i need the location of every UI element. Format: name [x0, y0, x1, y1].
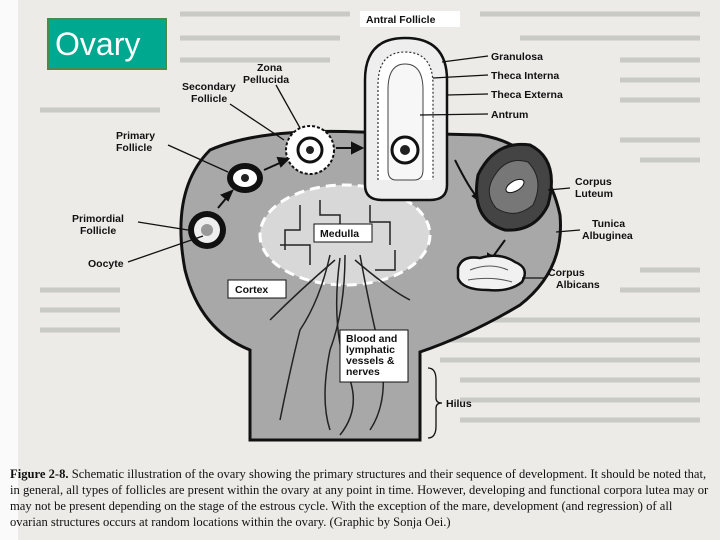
vessels-label-2: lymphatic	[346, 344, 395, 356]
secondary-follicle-label-2: Follicle	[191, 93, 227, 105]
figure-caption: Figure 2-8. Schematic illustration of th…	[10, 466, 712, 530]
vessels-label-box	[339, 329, 409, 383]
antral-follicle	[363, 36, 449, 202]
corpus-luteum	[475, 142, 553, 232]
antral-follicle-label-box	[360, 11, 460, 27]
background-text-lines	[40, 11, 700, 423]
tunica-albuginea-label-2: Albuginea	[582, 230, 633, 242]
antrum-label: Antrum	[491, 109, 528, 121]
corpus-albicans	[456, 254, 527, 292]
medulla-label: Medulla	[320, 228, 359, 240]
cortex-label: Cortex	[235, 284, 268, 296]
antral-follicle-label: Antral Follicle	[366, 14, 436, 26]
theca-interna-label: Theca Interna	[491, 70, 559, 82]
secondary-follicle-label-1: Secondary	[182, 81, 236, 93]
slide-title: Ovary	[47, 18, 167, 70]
vessels-label-1: Blood and	[346, 333, 397, 345]
oocyte-label: Oocyte	[88, 258, 124, 270]
primary-follicle-label-1: Primary	[116, 130, 155, 142]
zona-pellucida-label-2: Pellucida	[243, 74, 289, 86]
hilus-label: Hilus	[446, 398, 472, 410]
vessels-label-4: nerves	[346, 366, 380, 378]
cortex-label-box	[227, 279, 287, 299]
primordial-follicle-label-2: Follicle	[80, 225, 116, 237]
zona-pellucida-label-1: Zona	[257, 62, 282, 74]
caption-text: Schematic illustration of the ovary show…	[10, 467, 709, 529]
theca-externa-label: Theca Externa	[491, 89, 563, 101]
primordial-follicle-label-1: Primordial	[72, 213, 124, 225]
corpus-albicans-label-1: Corpus	[548, 267, 585, 279]
vessels-label-3: vessels &	[346, 355, 395, 367]
left-margin	[0, 0, 18, 540]
primary-follicle-label-2: Follicle	[116, 142, 152, 154]
secondary-follicle	[285, 125, 335, 175]
tunica-albuginea-label-1: Tunica	[592, 218, 625, 230]
figure-label: Figure 2-8.	[10, 467, 69, 481]
leader-lines	[127, 55, 581, 439]
corpus-luteum-label-1: Corpus	[575, 176, 612, 188]
corpus-luteum-label-2: Luteum	[575, 188, 613, 200]
primordial-follicle	[188, 211, 226, 249]
medulla-label-box	[313, 223, 373, 243]
primary-follicle	[227, 163, 263, 193]
granulosa-label: Granulosa	[491, 51, 543, 63]
corpus-albicans-label-2: Albicans	[556, 279, 600, 291]
